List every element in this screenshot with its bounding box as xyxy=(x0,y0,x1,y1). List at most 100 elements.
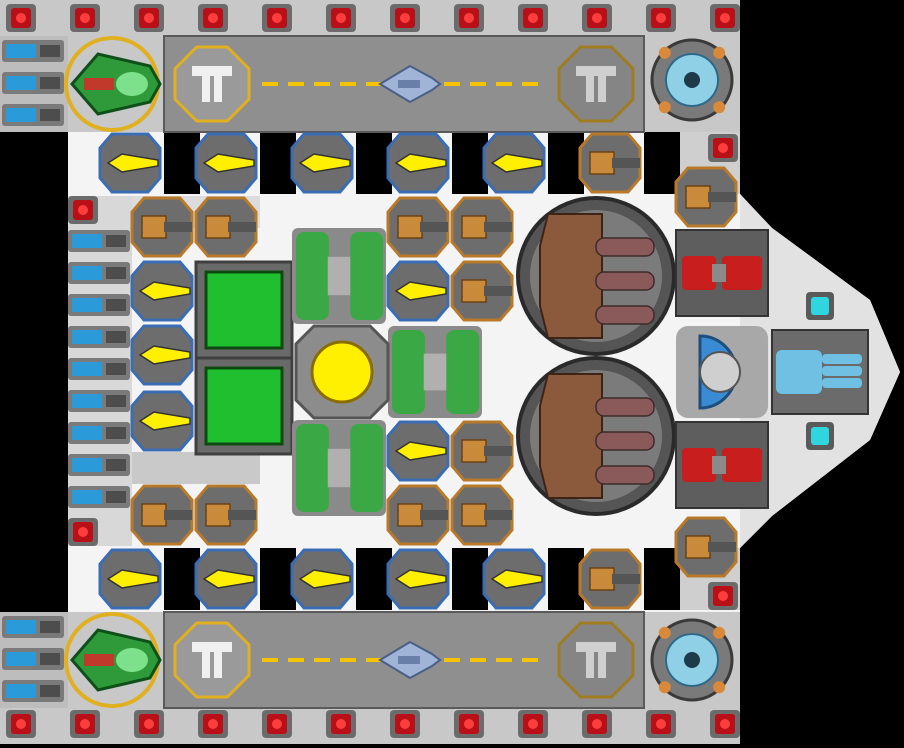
thruster-icon[interactable] xyxy=(650,618,734,702)
red-sensor-icon[interactable] xyxy=(6,4,36,32)
orange-cannon-turret-icon[interactable] xyxy=(386,484,450,546)
red-sensor-icon[interactable] xyxy=(68,518,98,546)
yellow-laser-turret-icon[interactable] xyxy=(130,390,194,452)
red-sensor-icon[interactable] xyxy=(198,710,228,738)
green-shield-generator-icon[interactable] xyxy=(194,356,294,456)
red-sensor-icon[interactable] xyxy=(70,710,100,738)
red-sensor-icon[interactable] xyxy=(708,134,738,162)
blue-battery-icon[interactable] xyxy=(68,262,130,284)
red-sensor-icon[interactable] xyxy=(262,710,292,738)
heavy-railgun-icon[interactable] xyxy=(516,356,676,516)
interceptor-icon[interactable] xyxy=(378,640,442,680)
yellow-laser-turret-icon[interactable] xyxy=(482,132,546,194)
red-sensor-icon[interactable] xyxy=(326,4,356,32)
yellow-laser-turret-icon[interactable] xyxy=(130,260,194,322)
hangar-bottom xyxy=(163,611,645,709)
blue-battery-icon[interactable] xyxy=(68,486,130,508)
orange-cannon-turret-icon[interactable] xyxy=(450,420,514,482)
yellow-laser-turret-icon[interactable] xyxy=(386,260,450,322)
orange-cannon-turret-icon[interactable] xyxy=(130,484,194,546)
landing-pad-icon xyxy=(557,45,635,123)
yellow-laser-turret-icon[interactable] xyxy=(386,548,450,610)
cyan-node-icon[interactable] xyxy=(806,422,834,450)
orange-cannon-turret-icon[interactable] xyxy=(674,166,738,228)
red-sensor-icon[interactable] xyxy=(390,710,420,738)
blue-battery-icon[interactable] xyxy=(2,72,64,94)
thruster-icon[interactable] xyxy=(650,38,734,122)
orange-cannon-turret-icon[interactable] xyxy=(674,516,738,578)
red-sensor-icon[interactable] xyxy=(6,710,36,738)
red-sensor-icon[interactable] xyxy=(710,4,740,32)
yellow-laser-turret-icon[interactable] xyxy=(98,548,162,610)
yellow-laser-turret-icon[interactable] xyxy=(130,324,194,386)
hangar-top xyxy=(163,35,645,133)
blue-battery-icon[interactable] xyxy=(68,230,130,252)
red-sensor-icon[interactable] xyxy=(710,710,740,738)
orange-cannon-turret-icon[interactable] xyxy=(194,484,258,546)
blue-battery-icon[interactable] xyxy=(68,294,130,316)
yellow-laser-turret-icon[interactable] xyxy=(194,132,258,194)
cyan-node-icon[interactable] xyxy=(806,292,834,320)
landing-pad-icon xyxy=(173,45,251,123)
yellow-laser-turret-icon[interactable] xyxy=(386,132,450,194)
red-sensor-icon[interactable] xyxy=(198,4,228,32)
landing-pad-icon xyxy=(173,621,251,699)
red-sensor-icon[interactable] xyxy=(646,4,676,32)
yellow-laser-turret-icon[interactable] xyxy=(290,548,354,610)
yellow-laser-turret-icon[interactable] xyxy=(386,420,450,482)
yellow-laser-turret-icon[interactable] xyxy=(290,132,354,194)
blue-battery-icon[interactable] xyxy=(68,390,130,412)
orange-cannon-turret-icon[interactable] xyxy=(578,132,642,194)
green-fuel-tank-icon[interactable] xyxy=(292,420,386,516)
green-fighter-icon[interactable] xyxy=(64,36,162,132)
red-sensor-icon[interactable] xyxy=(582,710,612,738)
reactor-core-icon[interactable] xyxy=(294,324,390,420)
blue-battery-icon[interactable] xyxy=(2,680,64,702)
orange-cannon-turret-icon[interactable] xyxy=(578,548,642,610)
yellow-laser-turret-icon[interactable] xyxy=(194,548,258,610)
command-bridge-icon[interactable] xyxy=(676,326,768,418)
orange-cannon-turret-icon[interactable] xyxy=(386,196,450,258)
red-sensor-icon[interactable] xyxy=(518,710,548,738)
interceptor-icon[interactable] xyxy=(378,64,442,104)
blue-battery-icon[interactable] xyxy=(68,326,130,348)
blue-battery-icon[interactable] xyxy=(68,358,130,380)
orange-cannon-turret-icon[interactable] xyxy=(450,484,514,546)
red-sensor-icon[interactable] xyxy=(708,582,738,610)
green-shield-generator-icon[interactable] xyxy=(194,260,294,360)
blue-battery-icon[interactable] xyxy=(68,422,130,444)
blue-battery-icon[interactable] xyxy=(68,454,130,476)
yellow-laser-turret-icon[interactable] xyxy=(482,548,546,610)
red-sensor-icon[interactable] xyxy=(582,4,612,32)
plasma-cannon-icon[interactable] xyxy=(771,329,869,415)
red-missile-launcher-icon[interactable] xyxy=(675,421,769,509)
orange-cannon-turret-icon[interactable] xyxy=(130,196,194,258)
red-sensor-icon[interactable] xyxy=(390,4,420,32)
yellow-laser-turret-icon[interactable] xyxy=(98,132,162,194)
red-sensor-icon[interactable] xyxy=(70,4,100,32)
blue-battery-icon[interactable] xyxy=(2,616,64,638)
red-sensor-icon[interactable] xyxy=(68,196,98,224)
green-fuel-tank-icon[interactable] xyxy=(292,228,386,324)
red-sensor-icon[interactable] xyxy=(134,4,164,32)
blue-battery-icon[interactable] xyxy=(2,104,64,126)
red-sensor-icon[interactable] xyxy=(454,4,484,32)
red-sensor-icon[interactable] xyxy=(134,710,164,738)
blue-battery-icon[interactable] xyxy=(2,648,64,670)
red-sensor-icon[interactable] xyxy=(454,710,484,738)
green-fighter-icon[interactable] xyxy=(64,612,162,708)
orange-cannon-turret-icon[interactable] xyxy=(450,260,514,322)
blue-battery-icon[interactable] xyxy=(2,40,64,62)
red-sensor-icon[interactable] xyxy=(646,710,676,738)
red-missile-launcher-icon[interactable] xyxy=(675,229,769,317)
red-sensor-icon[interactable] xyxy=(326,710,356,738)
green-fuel-tank-icon[interactable] xyxy=(388,326,482,418)
landing-pad-icon xyxy=(557,621,635,699)
orange-cannon-turret-icon[interactable] xyxy=(194,196,258,258)
red-sensor-icon[interactable] xyxy=(518,4,548,32)
red-sensor-icon[interactable] xyxy=(262,4,292,32)
orange-cannon-turret-icon[interactable] xyxy=(450,196,514,258)
heavy-railgun-icon[interactable] xyxy=(516,196,676,356)
